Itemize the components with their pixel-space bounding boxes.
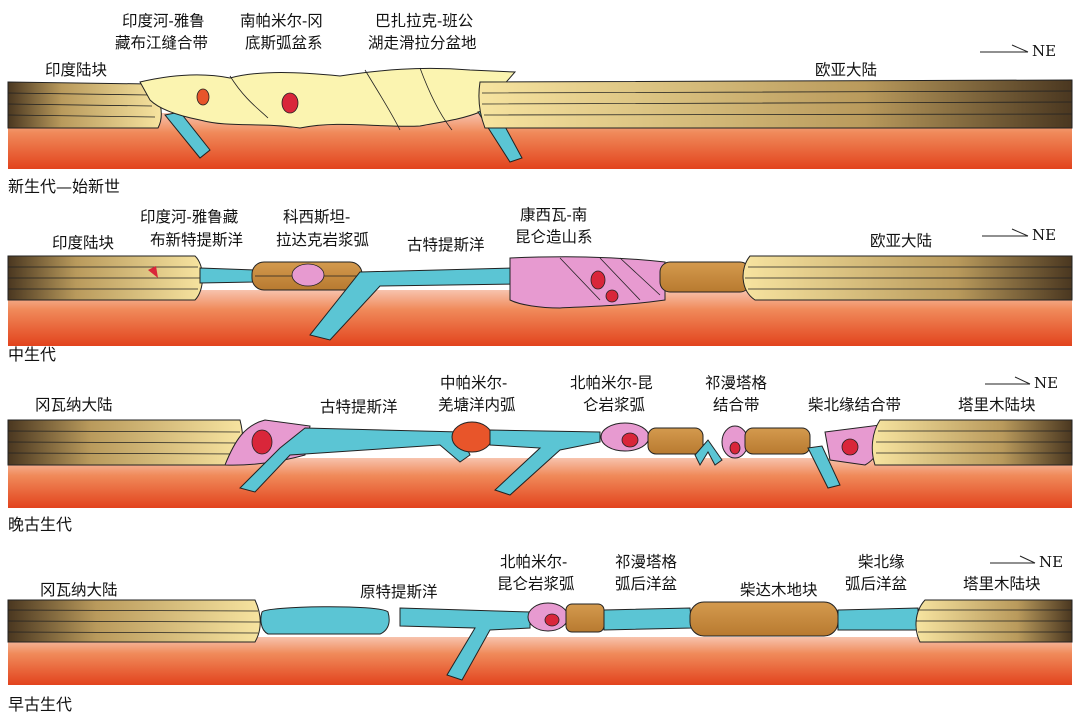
label-north-pamir-line1: 北帕米尔-	[500, 553, 567, 571]
ne-label: NE	[1032, 42, 1056, 60]
label-qimantag-line1: 祁漫塔格	[705, 374, 768, 392]
label-yarlung-line2: 藏布江缝合带	[115, 34, 208, 52]
label-paleotethys: 古特提斯洋	[407, 236, 485, 254]
crustal-block	[566, 604, 604, 632]
label-central-pamir-line2: 羌塘洋内弧	[438, 396, 516, 414]
label-kohistan-line1: 科西斯坦-	[283, 208, 350, 226]
tarim-continent	[872, 420, 1072, 465]
label-central-pamir-line1: 中帕米尔-	[440, 374, 507, 392]
eurasia-continent	[479, 80, 1072, 128]
panel-mesozoic: NE 印度陆块 印度河-雅鲁藏 布新特提斯洋 科西斯坦- 拉达克岩浆弧 古特提斯…	[8, 206, 1072, 364]
label-gondwana: 冈瓦纳大陆	[35, 396, 113, 414]
north-pamir-arc	[601, 423, 649, 451]
label-south-pamir-line2: 底斯弧盆系	[245, 34, 323, 52]
india-continent	[8, 82, 161, 128]
ne-label: NE	[1032, 226, 1056, 244]
label-qaidam: 柴达木地块	[740, 581, 818, 599]
panel-late-paleozoic: NE 冈瓦纳大陆 古特提斯洋 中帕米尔- 羌塘洋内弧 北帕米尔-昆 仑岩浆弧 祁…	[8, 374, 1072, 534]
label-bangong-line2: 湖走滑拉分盆地	[368, 34, 477, 52]
ocean-crust	[200, 268, 255, 283]
label-north-pamir-line2: 昆仑岩浆弧	[497, 575, 575, 593]
label-yarlung-line1: 印度河-雅鲁	[122, 12, 205, 30]
label-india-block: 印度陆块	[52, 234, 114, 252]
panel-early-paleozoic: NE 冈瓦纳大陆 原特提斯洋 北帕米尔- 昆仑岩浆弧 祁漫塔格 弧后洋盆 柴达木…	[8, 553, 1072, 714]
crustal-block	[660, 262, 750, 292]
label-eurasia: 欧亚大陆	[870, 232, 932, 250]
era-title: 新生代—始新世	[8, 177, 120, 196]
ocean-crust	[838, 608, 918, 630]
label-qimantag-line2: 结合带	[713, 396, 760, 414]
qimantag-arc	[722, 426, 748, 458]
era-title: 中生代	[8, 345, 56, 364]
label-kangxiwa-line1: 康西瓦-南	[520, 206, 587, 224]
orogenic-arc	[510, 257, 665, 308]
panel-cenozoic: NE 印度陆块 印度河-雅鲁 藏布江缝合带 南帕米尔-冈 底斯弧盆系 巴扎拉克-…	[8, 12, 1072, 196]
ne-direction-marker: NE	[980, 42, 1056, 60]
label-prototethys: 原特提斯洋	[360, 583, 438, 601]
crustal-block	[690, 602, 838, 636]
ne-label: NE	[1034, 374, 1058, 392]
north-pamir-arc	[528, 603, 568, 631]
label-chaibei-line2: 弧后洋盆	[845, 575, 908, 593]
label-qimantag-line1: 祁漫塔格	[615, 553, 678, 571]
ocean-crust	[604, 608, 692, 630]
label-neotethys-line2: 布新特提斯洋	[150, 231, 243, 249]
eurasia-continent	[743, 256, 1072, 300]
label-kangxiwa-line2: 昆仑造山系	[515, 228, 593, 246]
label-chaibei: 柴北缘结合带	[808, 396, 901, 414]
label-north-pamir-line2: 仑岩浆弧	[583, 396, 645, 414]
era-title: 早古生代	[8, 695, 72, 714]
ocean-crust	[261, 607, 389, 634]
label-qimantag-line2: 弧后洋盆	[615, 575, 678, 593]
mantle-layer	[8, 637, 1072, 685]
label-chaibei-line1: 柴北缘	[858, 553, 905, 571]
label-kohistan-line2: 拉达克岩浆弧	[276, 231, 369, 249]
volcanic-arc-block	[252, 262, 362, 290]
label-south-pamir-line1: 南帕米尔-冈	[240, 12, 323, 30]
gondwana-continent	[8, 420, 243, 465]
label-tarim: 塔里木陆块	[958, 396, 1036, 414]
crustal-block	[745, 428, 810, 454]
ne-direction-marker: NE	[985, 374, 1058, 392]
label-bangong-line1: 巴扎拉克-班公	[375, 12, 473, 30]
tarim-continent	[916, 600, 1072, 642]
label-north-pamir-line1: 北帕米尔-昆	[570, 374, 653, 392]
ne-direction-marker: NE	[990, 553, 1063, 571]
label-tarim: 塔里木陆块	[963, 575, 1041, 593]
ne-label: NE	[1039, 553, 1063, 571]
label-eurasia: 欧亚大陆	[815, 61, 877, 79]
label-paleotethys: 古特提斯洋	[320, 398, 398, 416]
label-gondwana: 冈瓦纳大陆	[40, 581, 118, 599]
label-neotethys-line1: 印度河-雅鲁藏	[140, 208, 238, 226]
crustal-block	[648, 428, 703, 454]
label-india-block: 印度陆块	[45, 61, 107, 79]
ne-direction-marker: NE	[982, 226, 1056, 244]
india-continent	[8, 256, 203, 300]
era-title: 晚古生代	[8, 515, 72, 534]
volcanic-arc	[452, 422, 492, 452]
gondwana-continent	[8, 600, 260, 642]
